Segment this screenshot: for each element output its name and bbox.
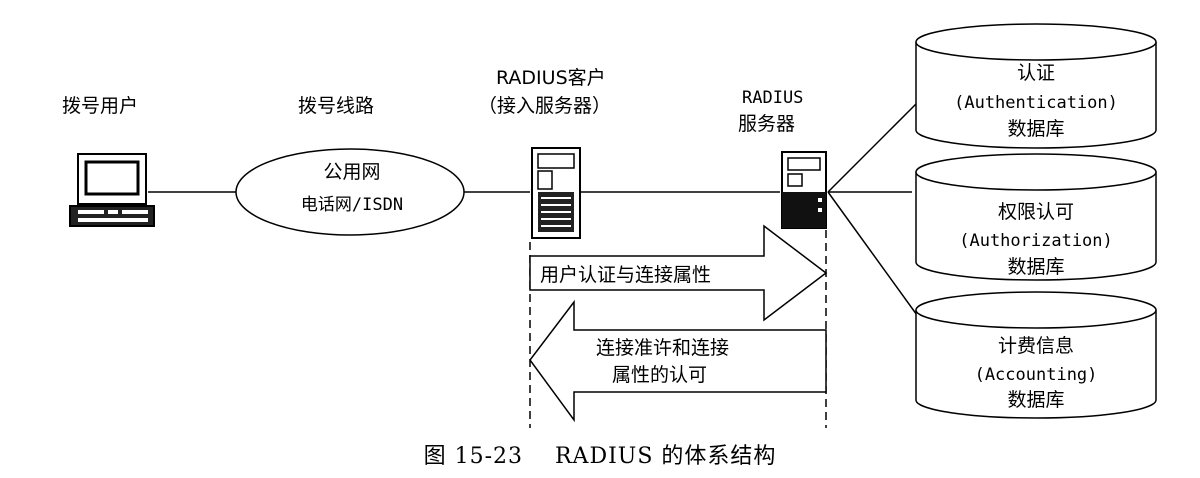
request-arrow-label: 用户认证与连接属性 <box>540 264 711 286</box>
radius-server-icon <box>781 151 827 229</box>
db-acct-title: 计费信息 <box>998 335 1074 357</box>
db-acct-subtitle: (Accounting) <box>975 365 1098 385</box>
response-arrow-label: 连接准许和连接 <box>596 337 729 359</box>
response-arrow-sublabel: 属性的认可 <box>612 364 707 386</box>
pstn-cloud <box>235 148 465 236</box>
response-arrow <box>529 299 827 423</box>
db-acct-footer: 数据库 <box>1007 389 1064 411</box>
db-auth-title: 认证 <box>1017 62 1055 84</box>
network-links <box>148 97 923 323</box>
pstn-sublabel: 电话网/ISDN <box>301 195 403 215</box>
dialup-user-label: 拨号用户 <box>62 95 138 117</box>
radius-server-label: RADIUS <box>742 88 803 108</box>
dialup-line-label: 拨号线路 <box>298 95 374 117</box>
radius-server-sublabel: 服务器 <box>738 113 795 135</box>
computer-icon <box>69 153 155 227</box>
db-auth-subtitle: (Authentication) <box>954 93 1118 113</box>
db-authz-title: 权限认可 <box>998 201 1074 223</box>
radius-client-label: RADIUS客户 <box>496 67 606 89</box>
access-server-icon <box>531 147 581 239</box>
pstn-label: 公用网 <box>323 161 380 183</box>
figure-caption: 图 15-23 RADIUS 的体系结构 <box>424 444 777 469</box>
database-authentication: 认证 (Authentication) 数据库 <box>915 23 1157 149</box>
database-accounting: 计费信息 (Accounting) 数据库 <box>915 291 1157 419</box>
db-authz-footer: 数据库 <box>1007 256 1064 278</box>
db-authz-subtitle: (Authorization) <box>959 231 1113 251</box>
db-auth-footer: 数据库 <box>1007 118 1064 140</box>
database-authorization: 权限认可 (Authorization) 数据库 <box>915 153 1157 281</box>
radius-client-sublabel: （接入服务器） <box>478 95 611 117</box>
request-arrow <box>529 224 828 322</box>
